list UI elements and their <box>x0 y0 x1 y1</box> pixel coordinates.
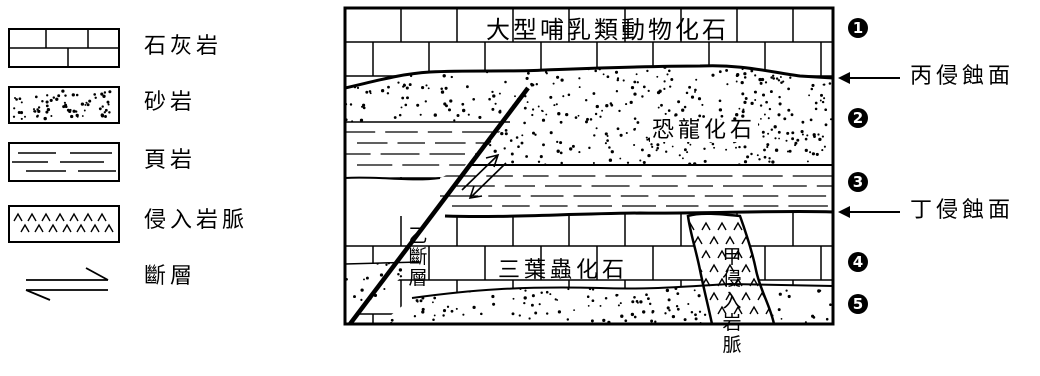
erosion-surface-ding-label: 丁侵蝕面 <box>910 198 1015 223</box>
layer-marker-2: 2 <box>848 108 868 128</box>
dinosaur-fossil-label: 恐龍化石 <box>650 118 759 143</box>
trilobite-fossil-label: 三葉蟲化石 <box>498 258 629 283</box>
sandstone-swatch <box>8 86 120 124</box>
erosion-surface-bing-label: 丙侵蝕面 <box>910 64 1015 89</box>
legend-fault-label: 斷層 <box>144 264 197 289</box>
intrusion-swatch <box>8 205 120 243</box>
legend-limestone-label: 石灰岩 <box>144 34 223 59</box>
legend-shale-label: 頁岩 <box>144 148 197 173</box>
dike-label: 甲侵入岩脈 <box>722 246 742 356</box>
fault-label: 乙斷層 <box>408 225 428 289</box>
layer-marker-4: 4 <box>848 252 868 272</box>
layer-marker-1: 1 <box>848 18 868 38</box>
legend-sandstone-label: 砂岩 <box>144 90 197 115</box>
layer-marker-5: 5 <box>848 294 868 314</box>
fault-arrows-swatch <box>25 267 109 301</box>
mammal-fossil-label: 大型哺乳類動物化石 <box>486 16 729 44</box>
layer-marker-3: 3 <box>848 172 868 192</box>
limestone-swatch <box>8 28 120 68</box>
legend-intrusion-label: 侵入岩脈 <box>144 208 249 233</box>
shale-swatch <box>8 142 120 182</box>
